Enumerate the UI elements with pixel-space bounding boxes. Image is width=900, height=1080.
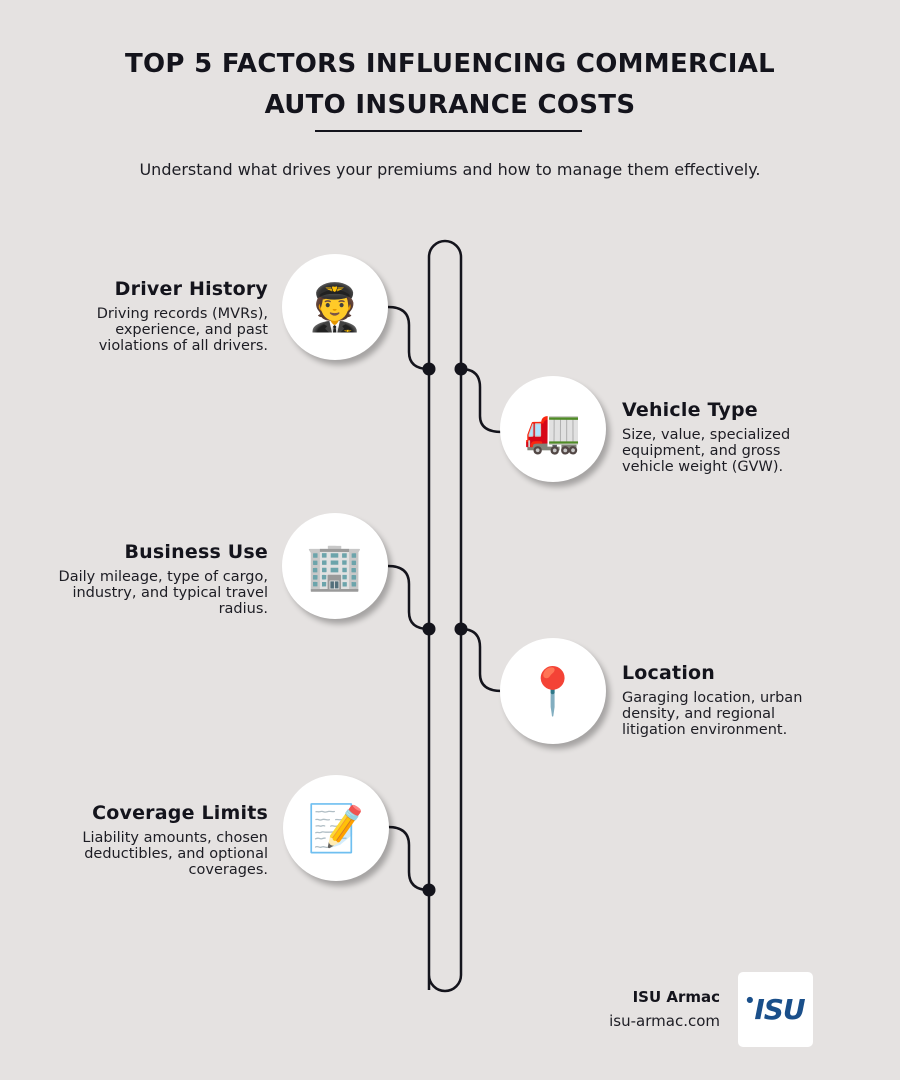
subtitle: Understand what drives your premiums and… [139,160,761,179]
junction-dot [454,622,468,636]
logo-dot-icon: ● [746,995,754,1004]
brand-url[interactable]: isu-armac.com [609,1012,720,1030]
factor-title: Driver History [114,278,268,300]
title-underline [315,130,582,132]
factor-description: Driving records (MVRs), experience, and … [96,306,268,354]
timeline-loop [427,239,463,993]
factor-title: Coverage Limits [92,802,268,824]
factor-description: Liability amounts, chosen deductibles, a… [82,830,268,878]
factor-title: Location [622,662,716,684]
isu-logo: ● ISU [738,972,813,1047]
junction-dot [422,362,436,376]
junction-dot [454,362,468,376]
factor-location: Location Garaging location, urban densit… [622,661,832,738]
factor-icon-circle: 🚛 [500,376,606,482]
factor-coverage-limits: Coverage Limits Liability amounts, chose… [28,801,268,878]
brand-block: ISU Armac isu-armac.com [609,986,720,1034]
factor-driver-history: Driver History Driving records (MVRs), e… [28,277,268,354]
memo-pencil-icon: 📝 [307,801,365,855]
truck-icon: 🚛 [524,402,582,456]
pilot-icon: 🧑‍✈️ [306,280,364,334]
factor-business-use: Business Use Daily mileage, type of carg… [28,540,268,617]
logo-text: ISU [754,993,805,1026]
office-building-icon: 🏢 [306,539,364,593]
brand-name: ISU Armac [632,988,720,1006]
junction-dot [422,883,436,897]
factor-icon-circle: 📝 [283,775,389,881]
title-line-1: TOP 5 FACTORS INFLUENCING COMMERCIAL [124,49,776,79]
factor-vehicle-type: Vehicle Type Size, value, specialized eq… [622,398,822,475]
pushpin-icon: 📍 [524,664,582,718]
factor-icon-circle: 🧑‍✈️ [282,254,388,360]
factor-description: Daily mileage, type of cargo, industry, … [58,569,268,617]
factor-description: Garaging location, urban density, and re… [622,690,803,738]
factor-icon-circle: 📍 [500,638,606,744]
page-title: TOP 5 FACTORS INFLUENCING COMMERCIAL AUT… [0,44,900,126]
title-line-2: AUTO INSURANCE COSTS [264,90,636,120]
junction-dot [422,622,436,636]
factor-icon-circle: 🏢 [282,513,388,619]
factor-description: Size, value, specialized equipment, and … [622,427,791,475]
factor-title: Business Use [124,541,268,563]
factor-title: Vehicle Type [622,399,758,421]
